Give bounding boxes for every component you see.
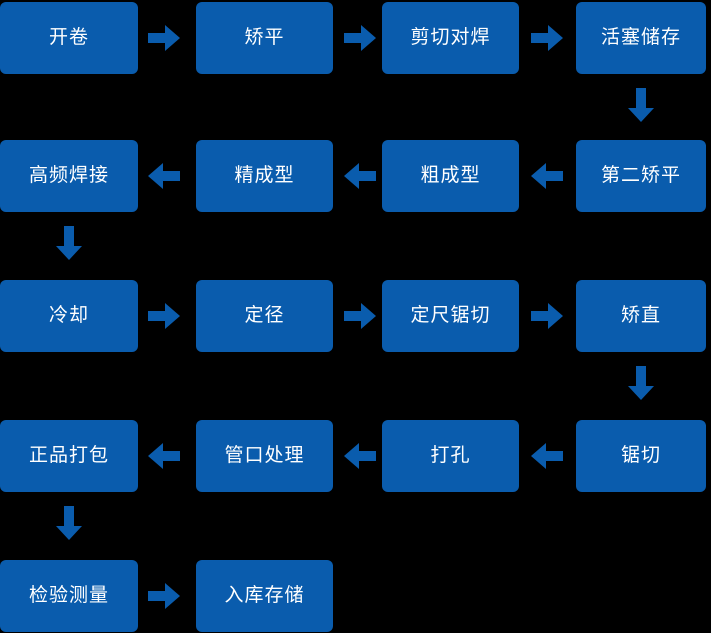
process-node-n17[interactable]: 检验测量 bbox=[0, 560, 138, 632]
arrow-right-icon bbox=[148, 303, 180, 329]
process-node-n13[interactable]: 正品打包 bbox=[0, 420, 138, 492]
process-node-label: 粗成型 bbox=[420, 164, 481, 186]
process-node-n4[interactable]: 活塞储存 bbox=[576, 2, 706, 74]
arrow-down-icon bbox=[56, 506, 82, 540]
process-node-n15[interactable]: 打孔 bbox=[382, 420, 519, 492]
arrow-down-icon bbox=[56, 226, 82, 260]
process-node-label: 矫直 bbox=[620, 304, 661, 326]
arrow-left-icon bbox=[531, 163, 563, 189]
arrow-right-icon bbox=[531, 303, 563, 329]
process-node-label: 管口处理 bbox=[224, 444, 305, 466]
process-node-label: 精成型 bbox=[234, 164, 295, 186]
arrow-down-icon bbox=[628, 88, 654, 122]
arrow-right-icon bbox=[531, 25, 563, 51]
process-node-label: 活塞储存 bbox=[600, 26, 681, 48]
process-node-label: 检验测量 bbox=[28, 584, 109, 606]
process-node-n10[interactable]: 定径 bbox=[196, 280, 333, 352]
process-node-n7[interactable]: 粗成型 bbox=[382, 140, 519, 212]
process-node-n14[interactable]: 管口处理 bbox=[196, 420, 333, 492]
arrow-left-icon bbox=[148, 163, 180, 189]
process-node-n11[interactable]: 定尺锯切 bbox=[382, 280, 519, 352]
arrow-down-icon bbox=[628, 366, 654, 400]
process-node-n16[interactable]: 锯切 bbox=[576, 420, 706, 492]
arrow-left-icon bbox=[148, 443, 180, 469]
arrow-right-icon bbox=[148, 583, 180, 609]
arrow-left-icon bbox=[344, 163, 376, 189]
process-node-label: 锯切 bbox=[620, 444, 661, 466]
process-node-label: 开卷 bbox=[48, 26, 89, 48]
process-node-n9[interactable]: 冷却 bbox=[0, 280, 138, 352]
process-node-label: 正品打包 bbox=[28, 444, 109, 466]
process-node-label: 入库存储 bbox=[224, 584, 305, 606]
arrow-right-icon bbox=[148, 25, 180, 51]
process-node-n18[interactable]: 入库存储 bbox=[196, 560, 333, 632]
process-node-label: 打孔 bbox=[430, 444, 471, 466]
process-node-label: 矫平 bbox=[244, 26, 285, 48]
process-node-n1[interactable]: 开卷 bbox=[0, 2, 138, 74]
process-node-n8[interactable]: 第二矫平 bbox=[576, 140, 706, 212]
process-node-label: 定径 bbox=[244, 304, 285, 326]
process-node-n3[interactable]: 剪切对焊 bbox=[382, 2, 519, 74]
process-node-n12[interactable]: 矫直 bbox=[576, 280, 706, 352]
arrow-right-icon bbox=[344, 303, 376, 329]
process-node-n6[interactable]: 精成型 bbox=[196, 140, 333, 212]
arrow-left-icon bbox=[531, 443, 563, 469]
process-node-n5[interactable]: 高频焊接 bbox=[0, 140, 138, 212]
arrow-left-icon bbox=[344, 443, 376, 469]
process-node-label: 冷却 bbox=[48, 304, 89, 326]
process-node-label: 第二矫平 bbox=[600, 164, 681, 186]
process-node-n2[interactable]: 矫平 bbox=[196, 2, 333, 74]
arrow-right-icon bbox=[344, 25, 376, 51]
process-node-label: 剪切对焊 bbox=[410, 26, 491, 48]
process-node-label: 定尺锯切 bbox=[410, 304, 491, 326]
process-node-label: 高频焊接 bbox=[28, 164, 109, 186]
